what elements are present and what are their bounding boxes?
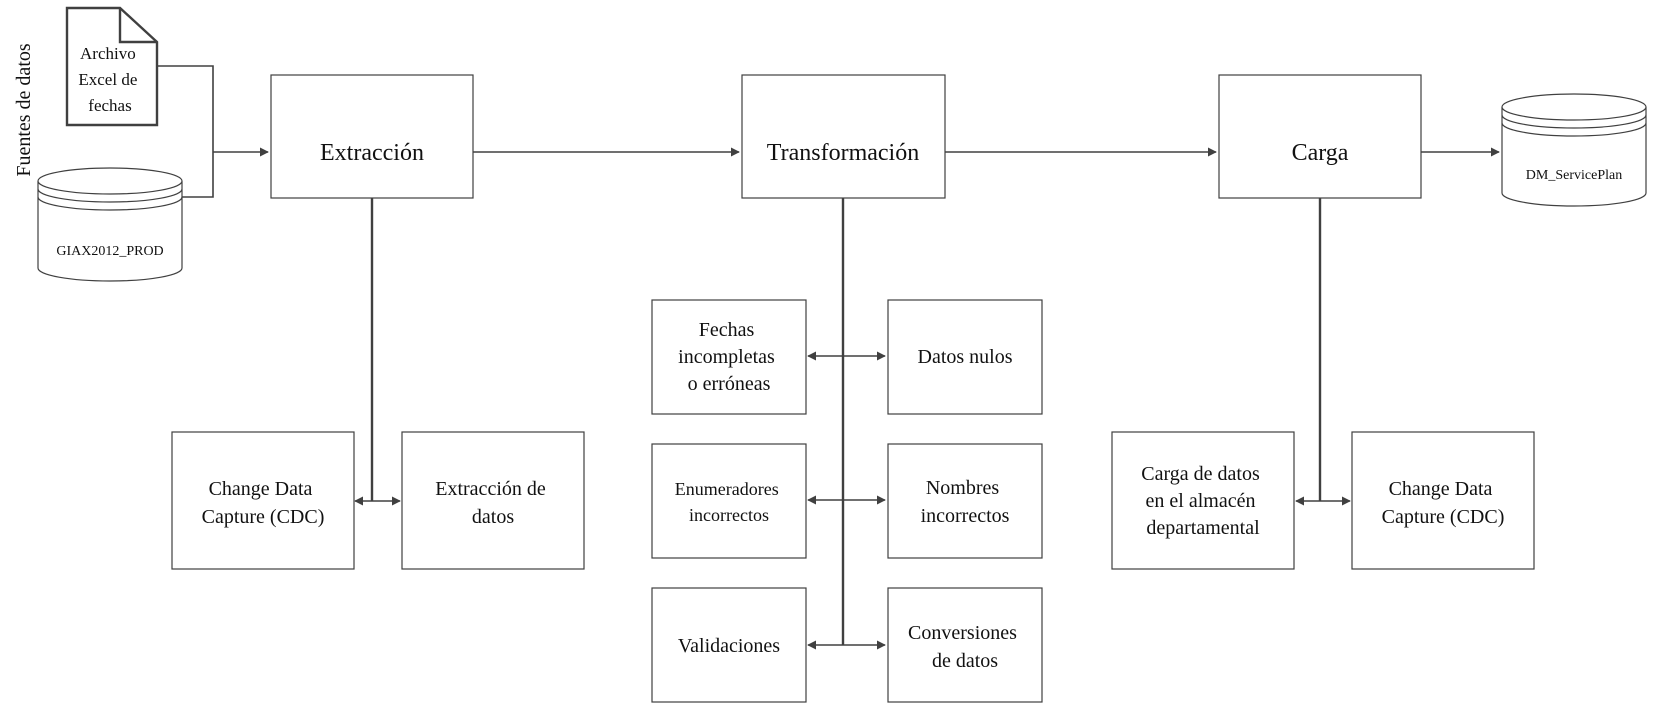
load-carga-line-2: en el almacén [1146, 490, 1256, 512]
task-fechas-line-1: Fechas [699, 319, 755, 341]
svg-text:Carga de datos en el a: Carga de datos en el almacén departament… [1141, 463, 1265, 539]
svg-text:Nombres incorrectos: Nombres incorrectos [921, 477, 1010, 527]
task-nulos-line-1: Datos nulos [918, 346, 1013, 368]
task-nombres-line-2: incorrectos [921, 505, 1010, 527]
dm-serviceplan-destination: DM_ServicePlan [1501, 93, 1647, 207]
load-task-cdc: Change Data Capture (CDC) [1351, 431, 1535, 570]
extraction-tasks: Change Data Capture (CDC) Extracción de … [171, 198, 585, 570]
side-label: Fuentes de datos [13, 43, 35, 177]
extraction-cdc-line-2: Capture (CDC) [202, 506, 325, 528]
file-label-line-3: fechas [88, 96, 131, 115]
svg-text:Conversiones de datos: Conversiones de datos [908, 622, 1022, 672]
transformation-task-fechas: Fechas incompletas o erróneas [651, 299, 807, 415]
svg-text:Extracción de datos: Extracción de datos [435, 478, 551, 528]
task-fechas-line-2: incompletas [678, 346, 775, 368]
load-task-carga-datos: Carga de datos en el almacén departament… [1111, 431, 1295, 570]
source-connectors [157, 65, 269, 198]
svg-text:Validaciones: Validaciones [678, 635, 780, 657]
giax-database-source: GIAX2012_PROD [37, 167, 183, 282]
transformation-task-validaciones: Validaciones [651, 587, 807, 703]
task-enumeradores-line-2: incorrectos [689, 505, 769, 525]
stage-extraction: Extracción [270, 74, 474, 199]
task-enumeradores-line-1: Enumeradores [675, 479, 779, 499]
destination-label: DM_ServicePlan [1526, 168, 1622, 183]
stage-load: Carga [1218, 74, 1422, 199]
file-label-line-1: Archivo [80, 44, 136, 63]
load-carga-line-3: departamental [1146, 517, 1260, 539]
svg-text:Change Data Capture (C: Change Data Capture (CDC) [202, 478, 325, 528]
task-conversiones-line-1: Conversiones [908, 622, 1017, 644]
transformation-task-conversiones: Conversiones de datos [887, 587, 1043, 703]
transformation-tasks: Fechas incompletas o erróneas Datos nulo… [651, 198, 1043, 703]
task-conversiones-line-2: de datos [932, 650, 998, 672]
task-validaciones-line-1: Validaciones [678, 635, 780, 657]
extraction-data-line-2: datos [472, 506, 514, 528]
task-fechas-line-3: o erróneas [688, 373, 771, 395]
svg-text:Change Data Capture (C: Change Data Capture (CDC) [1382, 478, 1505, 528]
file-label-line-2: Excel de [78, 70, 137, 89]
load-cdc-line-1: Change Data [1389, 478, 1493, 500]
extraction-task-cdc: Change Data Capture (CDC) [171, 431, 355, 570]
transformation-task-enumeradores: Enumeradores incorrectos [651, 443, 807, 559]
load-tasks: Carga de datos en el almacén departament… [1111, 198, 1535, 570]
load-carga-line-1: Carga de datos [1141, 463, 1260, 485]
excel-file-source: Archivo Excel de fechas [65, 6, 159, 127]
stage-extraction-label: Extracción [320, 140, 424, 166]
load-cdc-line-2: Capture (CDC) [1382, 506, 1505, 528]
database-label: GIAX2012_PROD [56, 244, 163, 259]
stage-transformation-label: Transformación [767, 140, 919, 166]
transformation-task-datos-nulos: Datos nulos [887, 299, 1043, 415]
svg-text:Datos nulos: Datos nulos [918, 346, 1013, 368]
svg-text:Enumeradores incorrect: Enumeradores incorrectos [675, 479, 783, 525]
transformation-task-nombres: Nombres incorrectos [887, 443, 1043, 559]
task-nombres-line-1: Nombres [926, 477, 1000, 499]
stage-load-label: Carga [1292, 140, 1349, 166]
extraction-cdc-line-1: Change Data [209, 478, 313, 500]
svg-text:Archivo Excel de f: Archivo Excel de fechas [78, 44, 141, 115]
svg-text:Fechas incompletas: Fechas incompletas o erróneas [678, 319, 780, 395]
stage-transformation: Transformación [741, 74, 946, 199]
extraction-data-line-1: Extracción de [435, 478, 546, 500]
extraction-task-data-extraction: Extracción de datos [401, 431, 585, 570]
